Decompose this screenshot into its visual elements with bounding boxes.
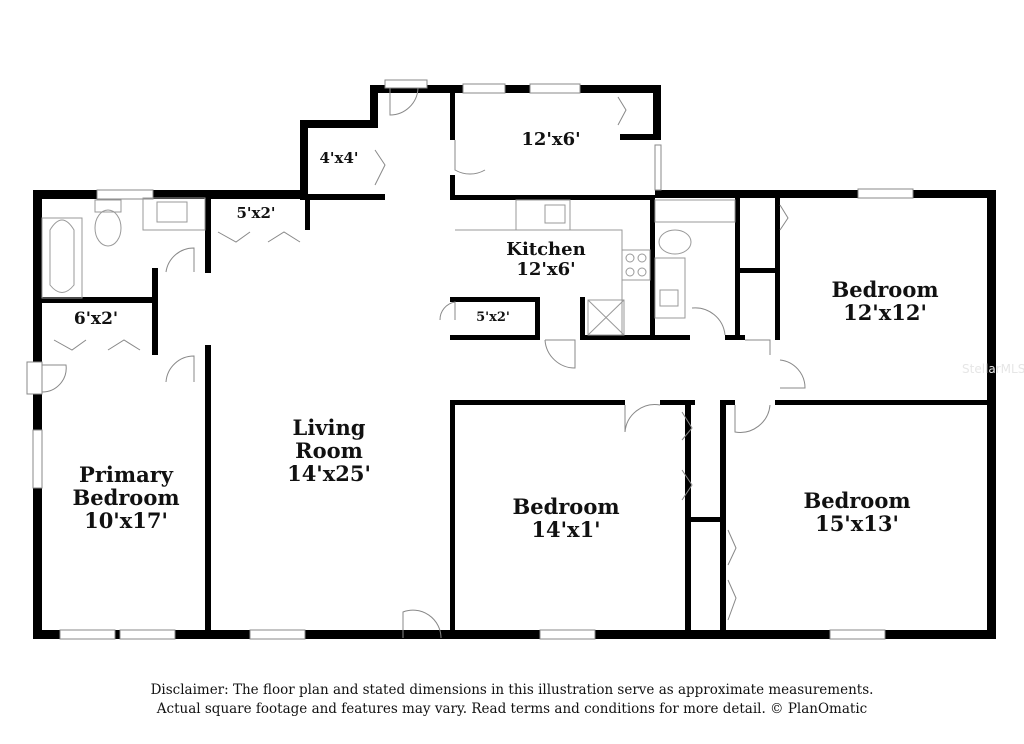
watermark: StellarMLS bbox=[962, 362, 1024, 376]
room-dimensions: 12'x12' bbox=[843, 300, 927, 326]
room-top-label: 12'x6' bbox=[521, 129, 581, 150]
disclaimer-line-1: Disclaimer: The floor plan and stated di… bbox=[150, 682, 874, 698]
kitchen-label: Kitchen 12'x6' bbox=[506, 240, 585, 280]
doors bbox=[26, 79, 806, 639]
bedroom-mid-label: Bedroom 14'x1' bbox=[512, 495, 619, 541]
walls bbox=[33, 85, 996, 639]
living-room-label: Living Room 14'x25' bbox=[287, 416, 371, 485]
room-name: Bedroom bbox=[72, 485, 180, 511]
room-dimensions: 15'x13' bbox=[815, 511, 899, 537]
fixtures bbox=[41, 197, 736, 336]
closet-4x4-label: 4'x4' bbox=[319, 149, 359, 167]
closet-6x2-label: 6'x2' bbox=[73, 309, 119, 329]
room-dimensions: 10'x17' bbox=[84, 508, 168, 534]
room-name: Kitchen bbox=[506, 239, 586, 260]
kitchen-closet-label: 5'x2' bbox=[476, 310, 510, 325]
room-name: Bedroom bbox=[803, 488, 911, 513]
room-name: Primary bbox=[79, 462, 173, 487]
disclaimer-line-2: Actual square footage and features may v… bbox=[156, 701, 868, 717]
room-dimensions: 14'x1' bbox=[531, 517, 601, 543]
bedroom-ne-label: Bedroom 12'x12' bbox=[831, 278, 938, 324]
windows bbox=[32, 83, 914, 640]
room-dimensions: 12'x6' bbox=[516, 258, 576, 280]
room-dimensions: 14'x25' bbox=[287, 461, 371, 487]
room-name: Living bbox=[292, 415, 366, 440]
room-name: Room bbox=[295, 438, 363, 464]
primary-bedroom-label: Primary Bedroom 10'x17' bbox=[72, 463, 179, 532]
bedroom-se-label: Bedroom 15'x13' bbox=[803, 489, 910, 535]
room-name: Bedroom bbox=[512, 494, 620, 519]
room-name: Bedroom bbox=[831, 277, 939, 302]
closet-5x2-label: 5'x2' bbox=[236, 204, 276, 222]
